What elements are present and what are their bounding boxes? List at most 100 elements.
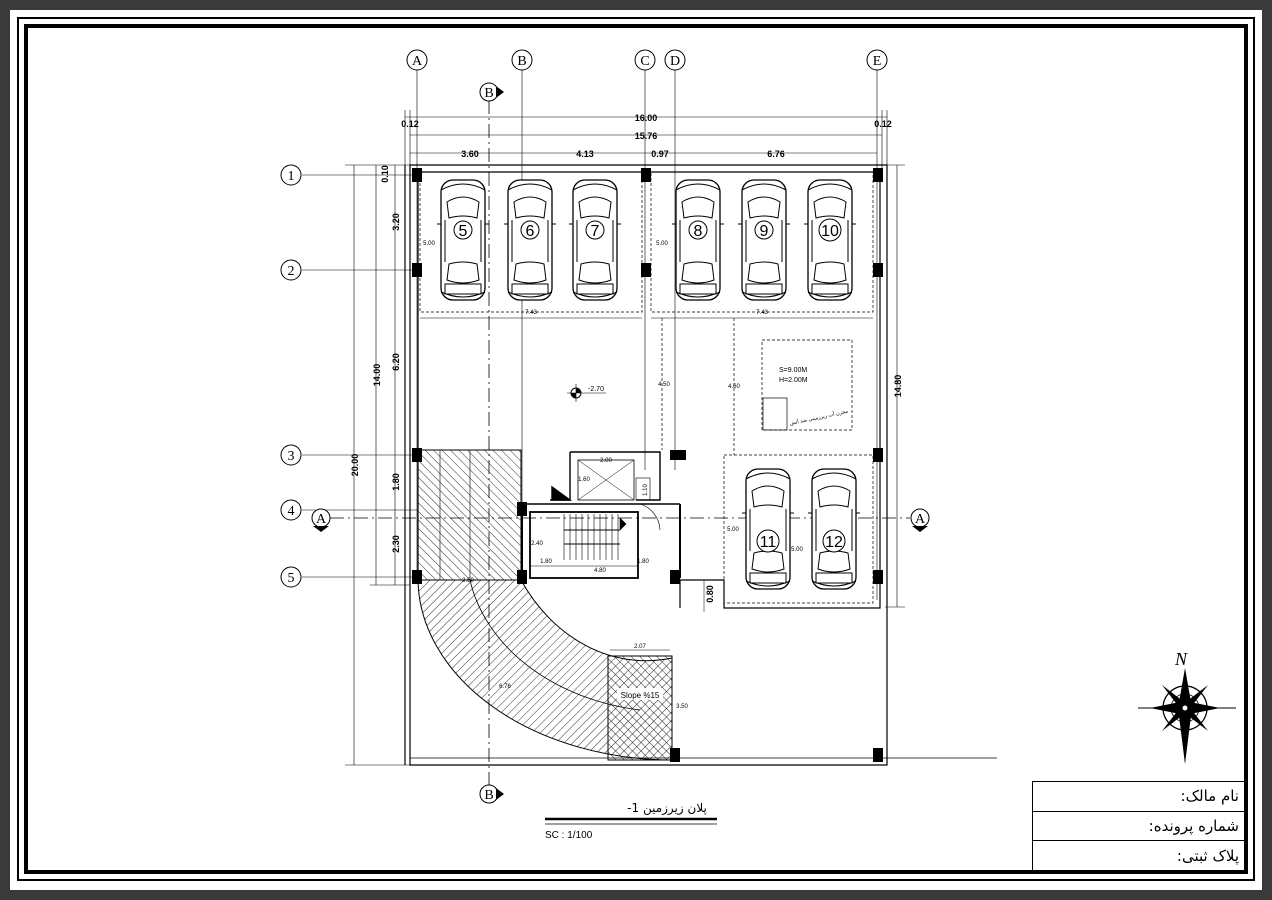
dim-span-4: 6.76 [767, 149, 785, 159]
space-number-11: 11 [756, 529, 780, 553]
svg-text:6: 6 [526, 223, 535, 240]
ramp-dim-2-07: 2.07 [634, 644, 646, 650]
grid-bubble-c: C [634, 49, 656, 71]
ramp-dim-6-76: 6.76 [499, 684, 511, 690]
grid-label-a: A [412, 54, 423, 69]
level-value: -2.70 [588, 386, 604, 393]
ramp-straight [417, 449, 522, 581]
dim-right-14-80: 14.80 [893, 375, 903, 398]
grid-label-c: C [640, 54, 649, 69]
elevator-dim-2-00: 2.00 [600, 458, 612, 464]
car-5 [436, 179, 490, 301]
grid-bubble-a: A [406, 49, 428, 71]
ramp-dim-3-50: 3.50 [676, 704, 688, 710]
owner-name-field: نام مالک: [1032, 781, 1248, 812]
dim-parking-5-00-c: 5.00 [727, 527, 739, 533]
svg-text:11: 11 [760, 534, 777, 551]
space-number-9: 9 [754, 220, 774, 240]
tank-box [762, 397, 788, 431]
section-mark-a-right: A [910, 508, 930, 532]
north-label: N [1174, 649, 1188, 669]
tank-h-label: H=2.00M [779, 377, 808, 384]
dim-parking-7-43-a: 7.43 [525, 310, 537, 316]
ramp-landing [607, 655, 673, 761]
dim-parking-4-50: 4.50 [658, 382, 670, 388]
car-8 [671, 179, 725, 301]
tank-s-label: S=9.00M [779, 367, 807, 374]
dim-span-2: 4.13 [576, 149, 594, 159]
car-7 [568, 179, 622, 301]
north-arrow-icon [1138, 668, 1236, 764]
plan-scale: SC : 1/100 [545, 830, 593, 841]
grid-bubble-2: 2 [280, 259, 302, 281]
dim-left-3-20: 3.20 [391, 213, 401, 231]
grid-label-e: E [873, 54, 882, 69]
dim-inner-width: 15.76 [635, 131, 658, 141]
dim-left-6-20: 6.20 [391, 353, 401, 371]
grid-label-b: B [517, 54, 526, 69]
grid-label-1: 1 [288, 169, 295, 184]
inner-frame [24, 24, 1248, 874]
car-11 [741, 468, 795, 590]
registration-plate-field: پلاک ثبتی: [1032, 840, 1248, 871]
dim-left-2-30: 2.30 [391, 535, 401, 553]
dim-parking-7-43-b: 7.43 [756, 310, 768, 316]
dim-left-20-00: 20.00 [350, 454, 360, 477]
grid-label-d: D [670, 54, 680, 69]
dim-edge-right: 0.12 [874, 119, 892, 129]
car-12 [807, 468, 861, 590]
stair-dim-1-80-a: 1.80 [540, 559, 552, 565]
svg-text:7: 7 [591, 223, 600, 240]
grid-bubble-d: D [664, 49, 686, 71]
outer-frame [17, 17, 1255, 881]
plan-title: پلان زیرزمین 1- [627, 801, 707, 816]
space-number-5: 5 [453, 220, 473, 240]
ramp-slope-bg [617, 688, 663, 700]
ramp-slope-label: Slope %15 [621, 691, 660, 700]
svg-text:12: 12 [825, 534, 843, 551]
dim-parking-5-00-b: 5.00 [656, 241, 668, 247]
grid-bubble-e: E [866, 49, 888, 71]
grid-bubble-3: 3 [280, 444, 302, 466]
grid-bubble-4: 4 [280, 499, 302, 521]
dim-span-1: 3.60 [461, 149, 479, 159]
stair-dim-1-80-b: 1.80 [637, 559, 649, 565]
section-mark-a-left: A [311, 508, 331, 532]
space-number-12: 12 [822, 529, 846, 553]
car-6 [503, 179, 557, 301]
dim-left-14-00: 14.00 [372, 364, 382, 387]
tank-note: مخزن آب زیرزمینی ضد آتش [789, 408, 849, 427]
level-marker [567, 384, 606, 402]
ramp-dim-3-50-b: 3.50 [462, 578, 474, 584]
section-label-a-right: A [915, 512, 926, 527]
elevator-shaft [550, 451, 661, 501]
stair-core [521, 503, 681, 579]
grid-label-4: 4 [288, 504, 295, 519]
title-block: نام مالک: شماره پرونده: پلاک ثبتی: [1032, 781, 1248, 871]
section-label-a-left: A [316, 512, 327, 527]
grid-bubble-b: B [511, 49, 533, 71]
section-label-b-top: B [484, 86, 493, 101]
grid-bubble-1: 1 [280, 164, 302, 186]
dim-parking-5-00-a: 5.00 [423, 241, 435, 247]
section-label-b-bottom: B [484, 788, 493, 803]
svg-text:10: 10 [821, 223, 839, 240]
section-mark-b-top: B [479, 82, 504, 102]
dim-0-80: 0.80 [705, 585, 715, 603]
parking-zones [419, 171, 874, 604]
car-9 [737, 179, 791, 301]
floor-plan-drawing: A B C D E 1 2 3 4 5 B [17, 17, 1255, 881]
door-swing [639, 503, 661, 531]
drawing-sheet: A B C D E 1 2 3 4 5 B [10, 10, 1262, 890]
dim-edge-left: 0.12 [401, 119, 419, 129]
svg-text:5: 5 [459, 223, 468, 240]
grid-label-5: 5 [288, 571, 295, 586]
grid-label-3: 3 [288, 449, 295, 464]
section-mark-b-bottom: B [479, 784, 504, 804]
ramp-curve-mid [469, 579, 641, 711]
stair-dim-4-80: 4.80 [594, 568, 606, 574]
space-number-10: 10 [818, 218, 842, 242]
space-number-6: 6 [520, 220, 540, 240]
dim-left-1-80: 1.80 [391, 473, 401, 491]
grid-bubble-5: 5 [280, 566, 302, 588]
